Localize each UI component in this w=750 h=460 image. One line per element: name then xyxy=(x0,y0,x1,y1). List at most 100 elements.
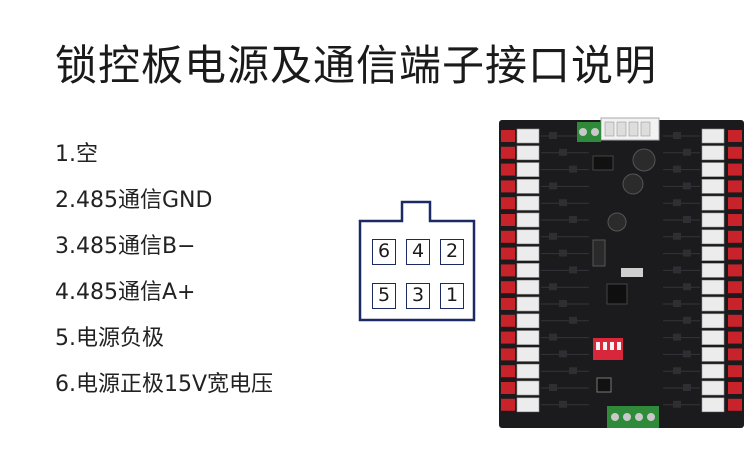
jst-right xyxy=(701,162,725,177)
jst-left xyxy=(516,145,540,161)
smd-part xyxy=(673,165,681,173)
led-right xyxy=(728,214,742,226)
led-left xyxy=(501,365,515,378)
jst-left xyxy=(516,162,540,177)
jst-left xyxy=(516,246,540,261)
smd-part xyxy=(559,300,567,307)
jst-left xyxy=(516,128,540,144)
smd-part xyxy=(683,350,691,358)
led-right xyxy=(728,281,742,294)
smd-part xyxy=(673,132,681,139)
pin-6-description: 6.电源正极15V宽电压 xyxy=(55,372,274,397)
jst-right xyxy=(701,145,725,161)
jst-right xyxy=(701,363,725,379)
pin-2-description: 2.485通信GND xyxy=(55,188,213,213)
led-right xyxy=(728,180,742,193)
led-left xyxy=(501,146,515,159)
oscillator xyxy=(621,268,643,277)
jst-right xyxy=(701,380,725,396)
smd-part xyxy=(683,148,691,156)
smd-part xyxy=(569,266,577,274)
led-left xyxy=(501,247,515,260)
led-left xyxy=(501,264,515,277)
led-left xyxy=(501,398,515,411)
pin-5-description: 5.电源负极 xyxy=(55,326,164,351)
led-right xyxy=(728,197,742,210)
jst-right xyxy=(701,397,725,413)
smd-part xyxy=(683,384,691,391)
smd-part xyxy=(673,266,681,274)
pin-4-box: 4 xyxy=(406,239,430,265)
smd-part xyxy=(559,249,567,257)
led-right xyxy=(728,264,742,277)
smd-part xyxy=(673,333,681,341)
jst-right xyxy=(701,179,725,194)
jst-right xyxy=(701,347,725,362)
led-left xyxy=(501,197,515,210)
led-left xyxy=(501,163,515,176)
jst-left xyxy=(516,347,540,362)
crystal xyxy=(592,239,606,267)
inductor xyxy=(607,212,627,232)
pin-4-description: 4.485通信A+ xyxy=(55,280,196,305)
pin-3-description: 3.485通信B− xyxy=(55,234,196,259)
smd-part xyxy=(569,316,577,324)
pcb-traces xyxy=(541,132,700,408)
jst-left xyxy=(516,195,540,211)
led-right xyxy=(728,247,742,260)
mcu-chip xyxy=(606,283,628,305)
jst-left xyxy=(516,296,540,312)
jst-left xyxy=(516,179,540,194)
jst-right xyxy=(701,313,725,329)
smd-part xyxy=(683,216,691,223)
led-left xyxy=(501,180,515,193)
smd-part xyxy=(569,165,577,173)
led-left xyxy=(501,230,515,243)
pin-5-box: 5 xyxy=(372,283,396,309)
jst-right xyxy=(701,128,725,144)
led-right xyxy=(728,146,742,159)
right-connector-column xyxy=(701,128,725,413)
jst-left xyxy=(516,212,540,228)
capacitor-2 xyxy=(622,173,644,195)
jst-left xyxy=(516,263,540,278)
smd-part xyxy=(549,232,557,240)
led-right xyxy=(728,298,742,310)
dip-switch xyxy=(593,338,623,360)
smd-part xyxy=(549,333,557,341)
pin-2-box: 2 xyxy=(440,239,464,265)
led-right xyxy=(728,365,742,378)
led-left xyxy=(501,281,515,294)
smd-part xyxy=(549,384,557,391)
smd-part xyxy=(549,182,557,190)
smd-part xyxy=(559,199,567,207)
led-right xyxy=(728,331,742,344)
led-right xyxy=(728,230,742,243)
pin-1-box: 1 xyxy=(440,283,464,309)
jst-left xyxy=(516,330,540,345)
pin-description-list: 1.空 2.485通信GND 3.485通信B− 4.485通信A+ 5.电源负… xyxy=(55,140,273,416)
smd-part xyxy=(673,199,681,207)
led-right xyxy=(728,314,742,327)
top-screw-terminal xyxy=(577,122,601,142)
regulator-chip xyxy=(592,155,614,171)
connector-housing-outline xyxy=(358,200,476,322)
smd-part xyxy=(683,182,691,190)
smd-part xyxy=(559,400,567,408)
smd-part xyxy=(549,283,557,291)
jst-left xyxy=(516,363,540,379)
jst-right xyxy=(701,195,725,211)
pin-3-box: 3 xyxy=(406,283,430,309)
jst-right xyxy=(701,246,725,261)
smd-part xyxy=(569,216,577,223)
jst-left xyxy=(516,397,540,413)
connector-pinout-diagram: 6 4 2 5 3 1 xyxy=(358,200,476,322)
pin-1-description: 1.空 xyxy=(55,142,98,167)
jst-right xyxy=(701,330,725,345)
smd-part xyxy=(673,300,681,307)
page-title: 锁控板电源及通信端子接口说明 xyxy=(55,41,658,90)
pin-6-box: 6 xyxy=(372,239,396,265)
lock-control-board-photo xyxy=(497,116,746,432)
left-led-column xyxy=(501,130,515,411)
smd-part xyxy=(683,249,691,257)
